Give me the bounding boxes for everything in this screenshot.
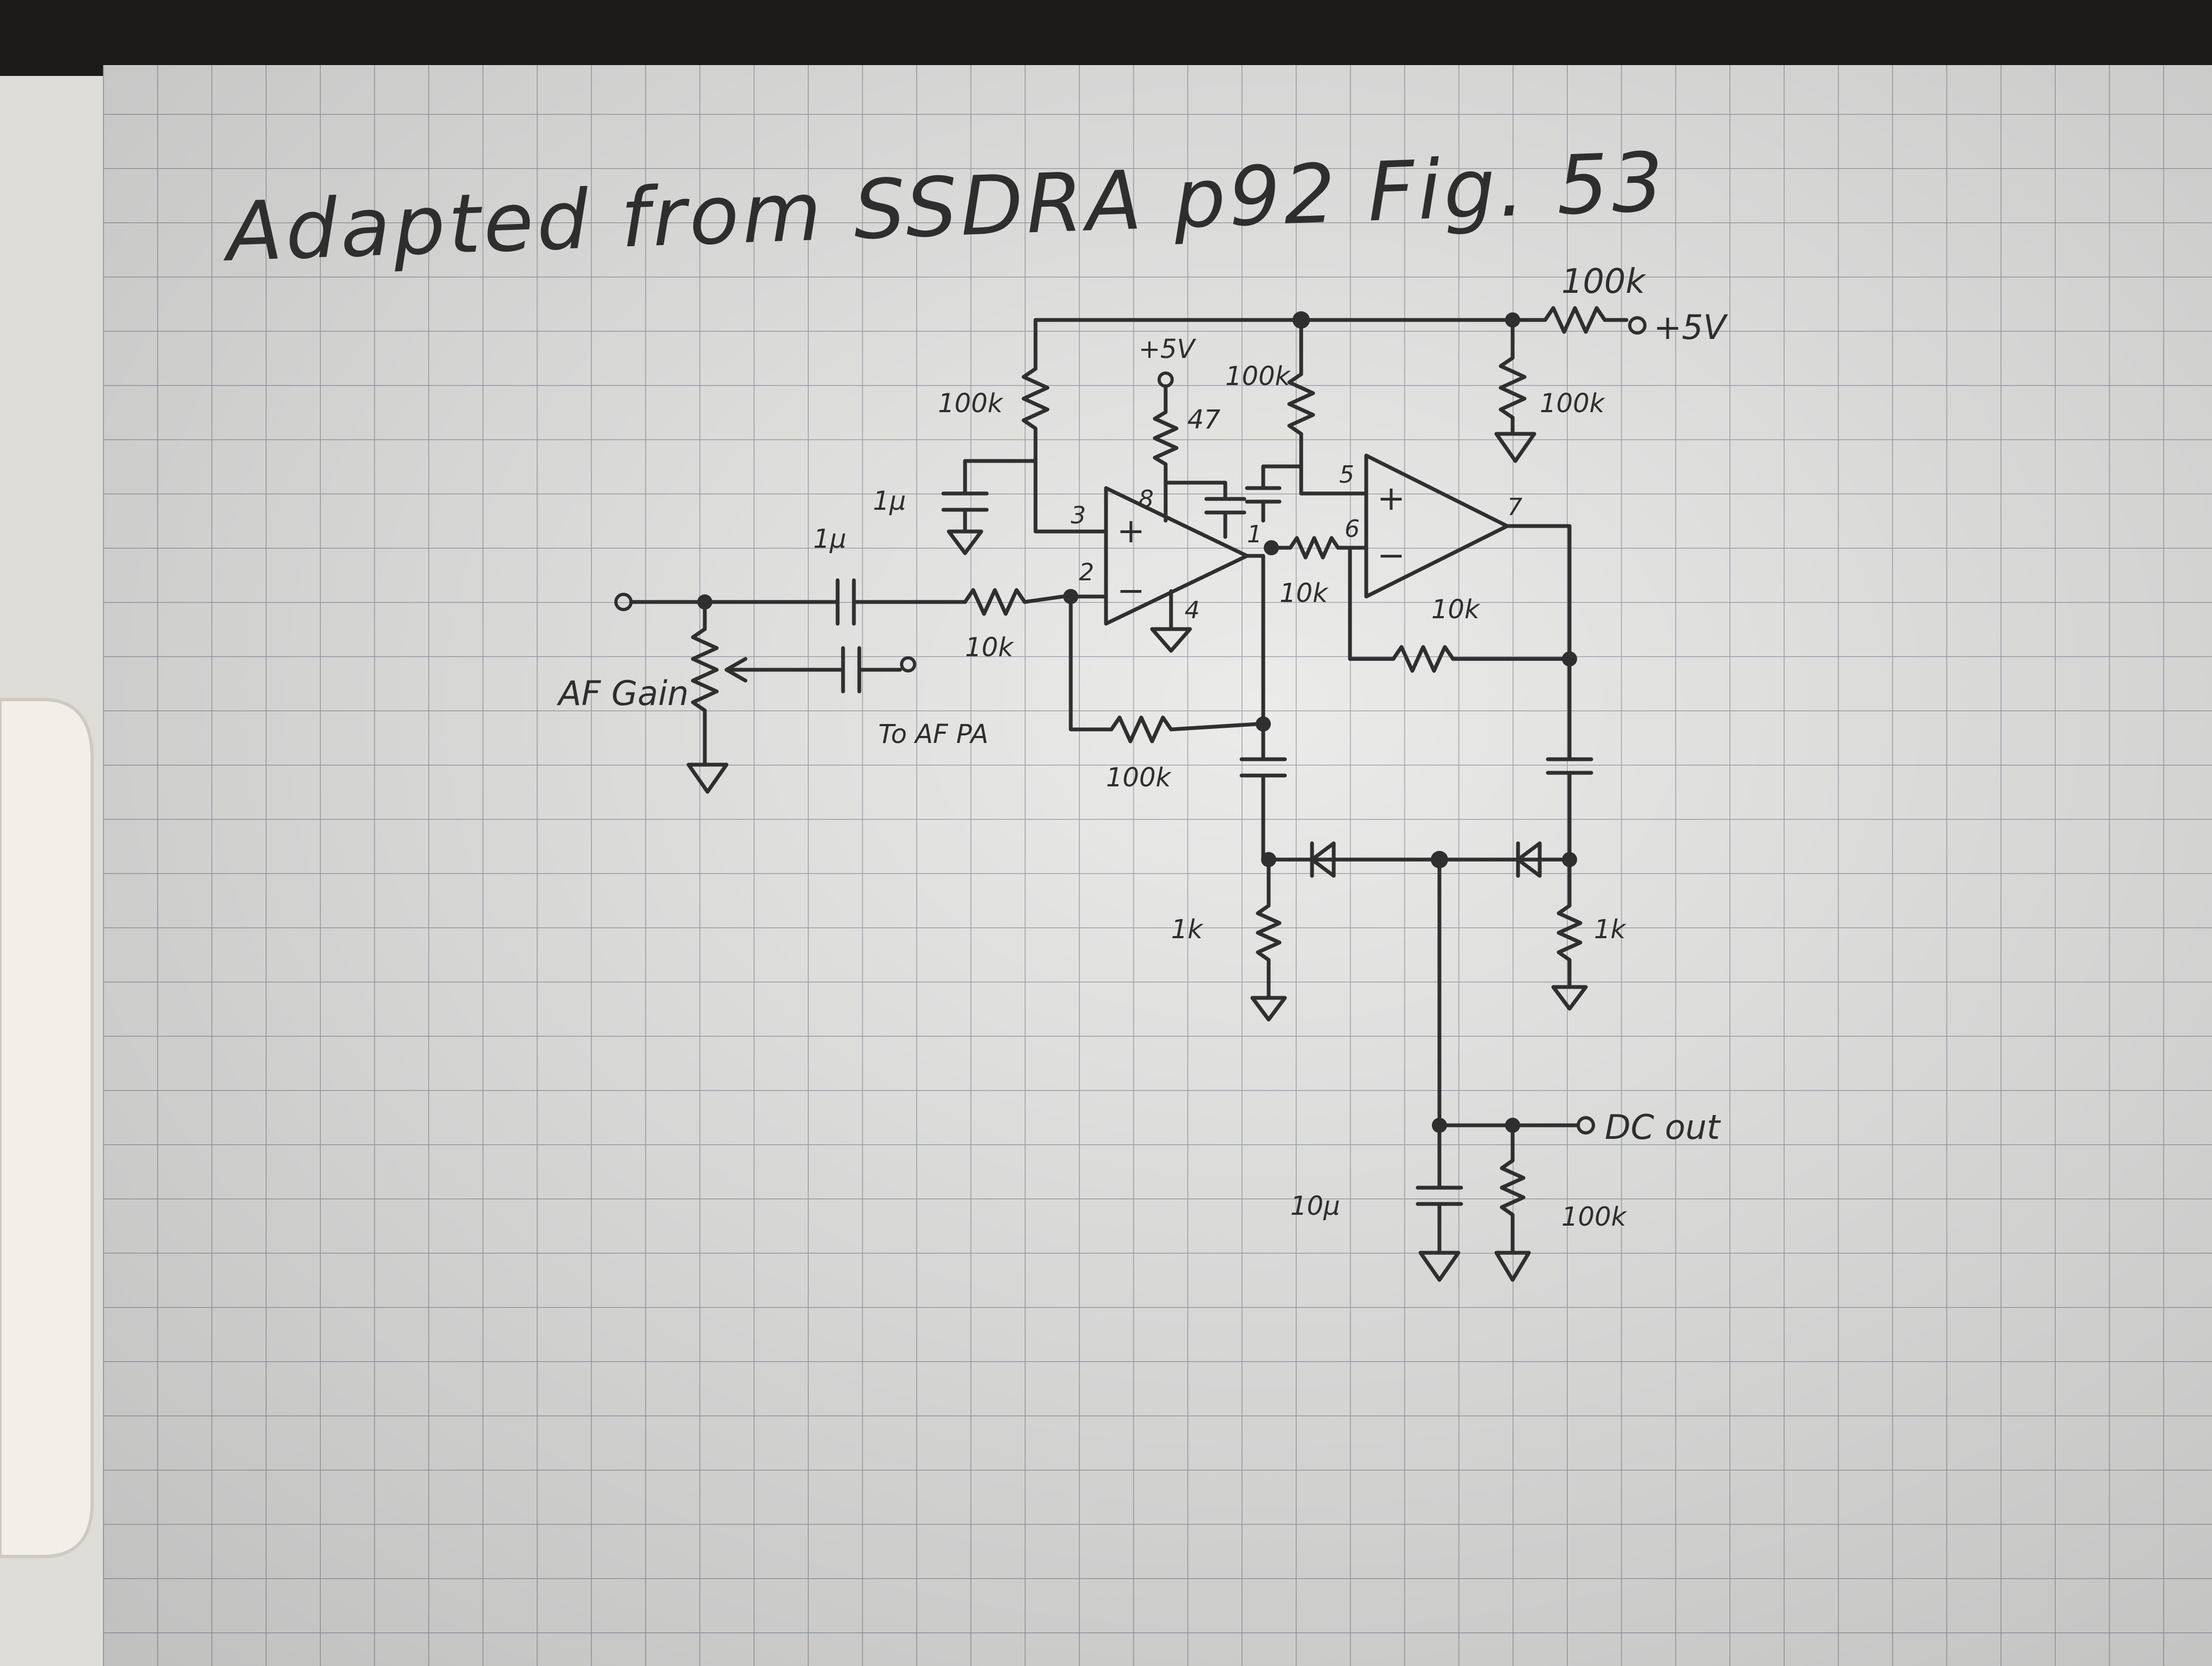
pin-6-label: 6 <box>1345 515 1360 543</box>
opamp-2 <box>1364 453 1509 599</box>
cap-input-label: 1μ <box>813 524 846 554</box>
r-decouple-label: 47 <box>1187 405 1221 435</box>
terminal-5v <box>1628 316 1647 335</box>
junction-dot <box>1562 651 1577 667</box>
diode-right <box>1516 841 1542 878</box>
opamp1-minus: − <box>1117 571 1145 610</box>
capacitor-af-out <box>835 646 902 694</box>
bias-node-wire <box>963 459 1108 534</box>
capacitor-mid <box>1245 464 1282 523</box>
resistor-feedback1 <box>1109 715 1260 744</box>
supply-label: +5V <box>1654 307 1728 347</box>
pin-3-label: 3 <box>1071 502 1086 529</box>
resistor-feedback2 <box>1391 645 1574 673</box>
resistor-det-right <box>1557 857 1583 989</box>
r-bias-mid-label: 100k <box>1225 361 1291 392</box>
af-pa-terminal <box>900 656 916 672</box>
r-det-right-label: 1k <box>1594 914 1627 945</box>
ground-symbol <box>1551 985 1588 1011</box>
opamp-supply-label: +5V <box>1139 334 1197 364</box>
pin-1-label: 1 <box>1247 521 1262 548</box>
pin-2-label: 2 <box>1079 559 1094 586</box>
af-gain-label: AF Gain <box>556 674 689 713</box>
capacitor-bias <box>941 459 989 534</box>
r-bias-left-label: 100k <box>938 388 1004 419</box>
potentiometer-wiper <box>724 657 840 683</box>
opamp-1 <box>1104 486 1249 626</box>
opamp1-ground <box>1150 589 1192 653</box>
capacitor-det-left <box>1239 722 1287 862</box>
resistor-out <box>1500 1123 1526 1255</box>
ground-symbol <box>1494 1251 1531 1282</box>
schematic: +5V 100k 100k 100k 1μ 100k +5V 47 8 + − … <box>556 261 1728 1282</box>
capacitor-det-right <box>1546 752 1593 862</box>
resistor-input <box>963 588 1108 616</box>
feedback2-wire <box>1348 546 1396 661</box>
r-feedback1-label: 100k <box>1106 762 1172 793</box>
cap-bias-label: 1μ <box>873 486 906 516</box>
capacitor-input <box>833 578 967 626</box>
diode-left <box>1310 841 1336 878</box>
resistor-bias-left <box>1021 367 1050 463</box>
r-shunt-label: 100k <box>1540 388 1606 419</box>
graph-paper <box>103 65 2212 1666</box>
ground-symbol <box>947 529 983 555</box>
ground-symbol <box>686 762 729 794</box>
dc-out-terminal <box>1577 1116 1595 1135</box>
resistor-bias-mid <box>1287 372 1315 469</box>
resistor-decouple <box>1153 384 1179 490</box>
r-supply-label: 100k <box>1561 261 1646 301</box>
resistor-supply <box>1521 306 1629 334</box>
pin-4-label: 4 <box>1185 597 1200 624</box>
opamp2-plus: + <box>1377 478 1405 518</box>
opamp2-minus: − <box>1377 535 1405 575</box>
ground-symbol <box>1418 1251 1461 1282</box>
r-det-left-label: 1k <box>1171 914 1204 945</box>
r-feedback2-label: 10k <box>1431 594 1481 625</box>
r-between-label: 10k <box>1279 578 1329 608</box>
capacitor-out <box>1416 1123 1463 1255</box>
left-white-tab <box>0 698 94 1558</box>
r-input-label: 10k <box>965 632 1014 663</box>
r-out-label: 100k <box>1561 1202 1628 1232</box>
resistor-det-left <box>1256 857 1282 1000</box>
pin-7-label: 7 <box>1507 494 1522 521</box>
opamp2-out-wire <box>1505 524 1572 756</box>
opamp1-plus: + <box>1117 511 1145 550</box>
ground-symbol <box>1250 996 1287 1022</box>
ground-symbol <box>1494 432 1536 463</box>
dc-out-label: DC out <box>1605 1107 1721 1147</box>
pin-5-label: 5 <box>1339 461 1354 489</box>
potentiometer-af-gain <box>691 600 719 767</box>
resistor-shunt <box>1499 318 1527 436</box>
opamp1-out-wire <box>1245 554 1265 726</box>
resistor-between <box>1269 536 1368 560</box>
af-pa-label: To AF PA <box>878 719 988 749</box>
feedback1-wire <box>1069 594 1114 732</box>
cap-out-label: 10μ <box>1290 1191 1340 1221</box>
pin8-wire <box>1163 480 1246 539</box>
dark-top-edge <box>0 0 2212 76</box>
